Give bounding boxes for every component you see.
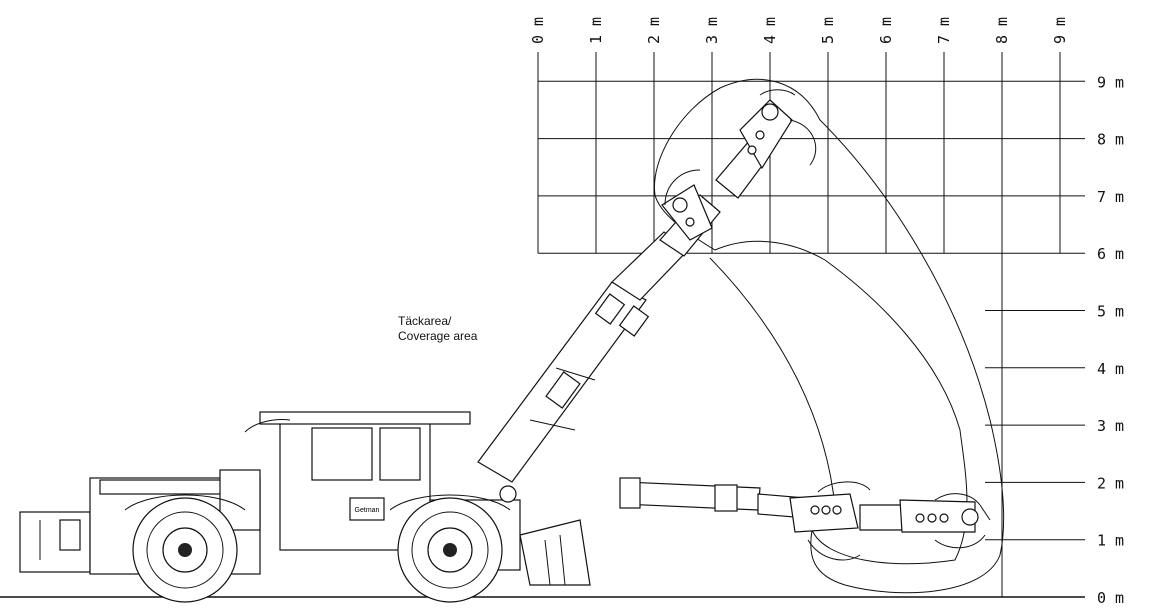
vertical-scale: 0 m 1 m 2 m 3 m 4 m 5 m 6 m 7 m 8 m 9 m bbox=[1097, 73, 1124, 607]
v-tick-label: 2 m bbox=[1097, 474, 1124, 492]
v-tick-label: 8 m bbox=[1097, 131, 1124, 149]
h-tick-label: 0 m bbox=[529, 17, 547, 44]
v-tick-label: 6 m bbox=[1097, 245, 1124, 263]
v-tick-label: 9 m bbox=[1097, 73, 1124, 91]
h-tick-label: 2 m bbox=[645, 17, 663, 44]
h-tick-label: 4 m bbox=[761, 17, 779, 44]
h-tick-label: 3 m bbox=[703, 17, 721, 44]
boom-lowered bbox=[619, 477, 991, 561]
coverage-label-line2: Coverage area bbox=[398, 329, 478, 343]
v-tick-label: 3 m bbox=[1097, 417, 1124, 435]
h-tick-label: 7 m bbox=[935, 17, 953, 44]
h-tick-label: 8 m bbox=[993, 17, 1011, 44]
coverage-label-line1: Täckarea/ bbox=[398, 314, 452, 328]
horizontal-scale: 0 m 1 m 2 m 3 m 4 m 5 m 6 m 7 m 8 m 9 m bbox=[529, 17, 1069, 44]
h-tick-label: 1 m bbox=[587, 17, 605, 44]
coverage-area-label: Täckarea/ Coverage area bbox=[398, 314, 477, 344]
v-tick-label: 0 m bbox=[1097, 589, 1124, 607]
v-tick-label: 4 m bbox=[1097, 360, 1124, 378]
v-tick-label: 1 m bbox=[1097, 532, 1124, 550]
h-tick-label: 5 m bbox=[819, 17, 837, 44]
carrier-vehicle: Getman bbox=[19, 411, 591, 603]
boom-raised bbox=[477, 89, 817, 483]
v-tick-label: 5 m bbox=[1097, 303, 1124, 321]
coverage-envelope-outline bbox=[653, 78, 1005, 594]
coverage-inner-arc bbox=[709, 257, 837, 521]
carrier-logo: Getman bbox=[355, 507, 380, 514]
v-tick-label: 7 m bbox=[1097, 188, 1124, 206]
h-tick-label: 9 m bbox=[1051, 17, 1069, 44]
h-tick-label: 6 m bbox=[877, 17, 895, 44]
